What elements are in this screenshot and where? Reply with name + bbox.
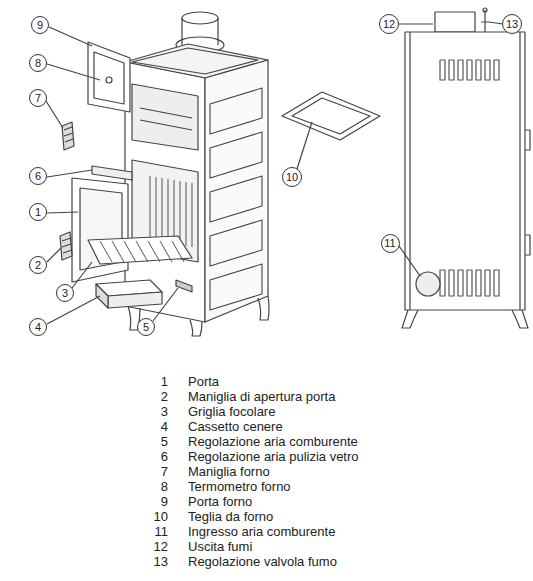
callout-text: 6 [35, 171, 41, 182]
legend-text: Regolazione aria pulizia vetro [188, 449, 359, 464]
legend-text: Regolazione aria comburente [188, 434, 358, 449]
legend-number: 11 [155, 524, 169, 539]
legend-text: Maniglia forno [188, 464, 270, 479]
callout-text: 2 [35, 260, 41, 271]
callout-number: 2 [29, 256, 47, 274]
legend-number: 6 [161, 449, 168, 464]
callout-number: 3 [56, 284, 74, 302]
legend-number: 8 [161, 479, 168, 494]
legend-number: 5 [161, 434, 168, 449]
callout-number: 6 [29, 167, 47, 185]
callout-text: 10 [286, 172, 298, 183]
legend-text: Porta forno [188, 494, 252, 509]
callout-number: 10 [282, 167, 302, 187]
callout-number: 5 [137, 318, 155, 336]
callout-number: 12 [379, 14, 399, 34]
legend-text: Termometro forno [188, 479, 291, 494]
callout-text: 4 [35, 322, 41, 333]
callout-text: 1 [35, 207, 41, 218]
callout-text: 11 [384, 238, 395, 249]
legend-number: 10 [154, 509, 168, 524]
legend-number: 4 [161, 419, 168, 434]
legend-number: 3 [161, 404, 168, 419]
legend-number: 7 [161, 464, 168, 479]
legend-number: 1 [161, 374, 168, 389]
legend-text: Regolazione valvola fumo [188, 554, 337, 569]
callout-number: 8 [29, 54, 47, 72]
callout-text: 9 [37, 20, 43, 31]
legend-text: Maniglia di apertura porta [188, 389, 335, 404]
callout-number: 7 [29, 89, 47, 107]
legend-text: Porta [188, 374, 219, 389]
callout-text: 7 [35, 93, 41, 104]
legend-text: Uscita fumi [188, 539, 252, 554]
callout-text: 8 [35, 58, 41, 69]
legend-text: Teglia da forno [188, 509, 273, 524]
legend-text: Ingresso aria comburente [188, 524, 335, 539]
callout-text: 5 [143, 322, 149, 333]
callout-number: 11 [381, 234, 400, 253]
callout-text: 12 [383, 19, 395, 30]
callout-text: 13 [506, 19, 518, 30]
callout-text: 3 [62, 288, 68, 299]
callout-number: 9 [31, 16, 49, 34]
legend-text: Griglia focolare [188, 404, 275, 419]
legend-number: 13 [154, 554, 168, 569]
legend-number: 9 [161, 494, 168, 509]
legend-number: 2 [161, 389, 168, 404]
callout-number: 4 [29, 318, 47, 336]
callout-number: 1 [29, 203, 47, 221]
legend-number: 12 [154, 539, 168, 554]
legend-text: Cassetto cenere [188, 419, 283, 434]
callout-number: 13 [502, 14, 522, 34]
